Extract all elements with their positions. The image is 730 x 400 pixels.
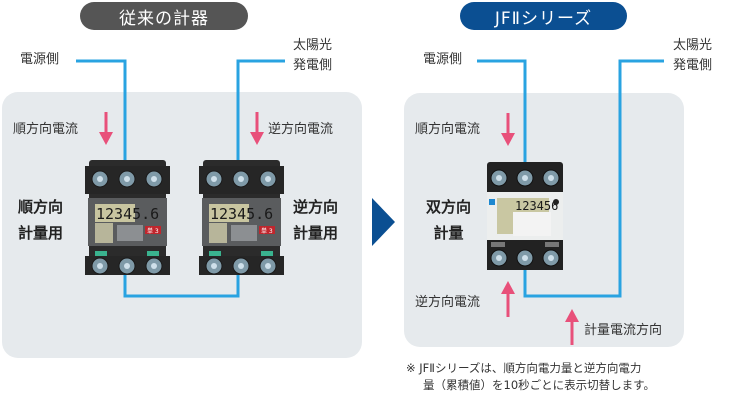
legacy-solar-side-line1: 太陽光 (293, 38, 333, 53)
legacy-reverse-arrow-icon (250, 112, 264, 145)
jf2-forward-arrow-icon (501, 113, 515, 146)
jf2-reverse-arrow-icon (501, 281, 515, 317)
jf2-loop-wire (523, 59, 664, 298)
legacy-title: 従来の計器 (119, 8, 209, 29)
jf2-meter-label-line1: 双方向 (426, 198, 472, 216)
meter-badge-text: 単 3 (147, 227, 159, 235)
meter-display-text: 123456 (515, 199, 558, 213)
jf2-solar-side-label: 太陽光 発電側 (673, 36, 712, 76)
footnote-line2: 量（累積値）を10秒ごとに表示切替します。 (423, 378, 655, 392)
jf2-forward-current-label: 順方向電流 (415, 122, 481, 137)
legacy-reverse-meter-label-line2: 計量用 (293, 224, 339, 242)
jf2-bidirectional-meter: 123456 (485, 162, 565, 270)
legacy-source-wire (76, 59, 127, 165)
meter-illustration: 12345.6 単 3 (199, 160, 284, 275)
jf2-meter-label: 双方向 計量 (426, 194, 471, 246)
legacy-solar-side-line2: 発電側 (293, 58, 333, 73)
jf2-solar-side-line2: 発電側 (673, 58, 713, 73)
jf2-measurement-direction-arrow-icon (565, 309, 579, 345)
legacy-forward-meter-label-line2: 計量用 (18, 224, 64, 242)
legacy-reverse-meter-label-line1: 逆方向 (293, 198, 339, 216)
legacy-solar-wire (236, 59, 285, 165)
footnote-line1: ※ JFⅡシリーズは、順方向電力量と逆方向電力 (406, 361, 642, 375)
meter-illustration: 123456 (487, 162, 563, 270)
meter-illustration: 12345.6 単 3 (85, 160, 170, 275)
footnote: ※ JFⅡシリーズは、順方向電力量と逆方向電力 量（累積値）を10秒ごとに表示切… (406, 360, 655, 394)
jf2-title-pill: JFⅡシリーズ (460, 2, 627, 30)
legacy-forward-current-label: 順方向電流 (13, 122, 79, 137)
legacy-forward-meter: 12345.6 単 3 (85, 160, 170, 275)
legacy-forward-meter-label: 順方向 計量用 (18, 194, 63, 246)
legacy-title-pill: 従来の計器 (80, 2, 248, 30)
legacy-panel (2, 92, 362, 358)
jf2-measurement-direction-label: 計量電流方向 (584, 323, 663, 338)
jf2-source-side-label: 電源側 (423, 52, 463, 67)
jf2-source-wire (477, 59, 527, 165)
jf2-title: JFⅡシリーズ (494, 8, 593, 29)
legacy-source-side-label: 電源側 (20, 52, 60, 67)
meter-display-text: 12345.6 (210, 205, 273, 223)
legacy-forward-arrow-icon (99, 112, 113, 145)
meter-badge-text: 単 3 (261, 227, 273, 235)
jf2-reverse-current-label: 逆方向電流 (415, 295, 481, 310)
jf2-solar-side-line1: 太陽光 (673, 38, 713, 53)
jf2-meter-label-line2: 計量 (433, 224, 464, 242)
transition-arrow-icon (372, 198, 395, 246)
legacy-reverse-meter-label: 逆方向 計量用 (293, 194, 338, 246)
legacy-reverse-meter: 12345.6 単 3 (199, 160, 284, 275)
legacy-reverse-current-label: 逆方向電流 (268, 122, 334, 137)
meter-display-text: 12345.6 (96, 205, 159, 223)
legacy-forward-meter-label-line1: 順方向 (18, 198, 64, 216)
legacy-loop-wire (123, 270, 240, 298)
legacy-solar-side-label: 太陽光 発電側 (293, 36, 332, 76)
